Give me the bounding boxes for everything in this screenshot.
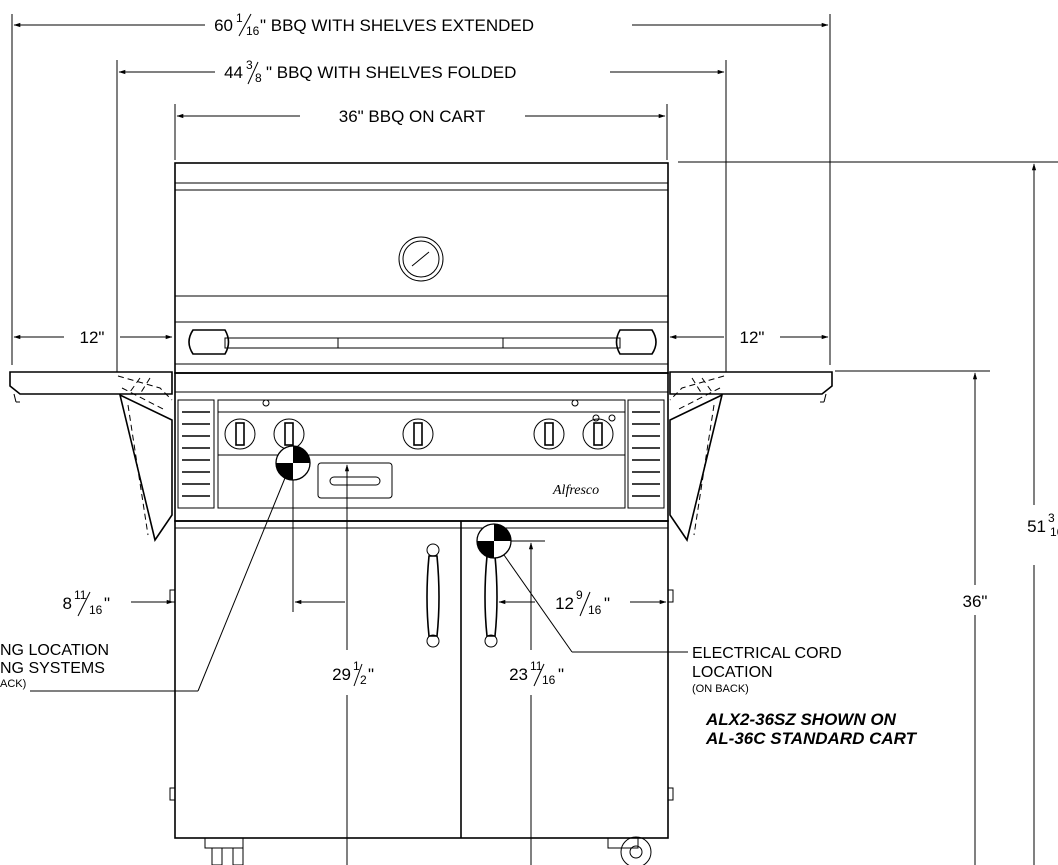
model-line2: AL-36C STANDARD CART [705,729,918,748]
extended-width-den: 16 [246,24,260,38]
cart-width-dimension: 36" BBQ ON CART [174,104,668,160]
folded-width-num: 3 [246,58,253,72]
cord-location-target-icon [476,523,512,559]
folded-width-whole: 44 [224,63,243,82]
model-note: ALX2-36SZ SHOWN ON AL-36C STANDARD CART [705,710,918,748]
cord-height-num: 11 [530,659,543,673]
drip-tray-handle [317,462,393,499]
knob-1-icon [224,418,256,450]
gas-height-inch: " [368,665,374,684]
knob-3-icon [402,418,434,450]
extended-width-dimension: 60 1 16 " BBQ WITH SHELVES EXTENDED [11,11,831,365]
control-panel [174,372,669,522]
left-offset-dimension: 8 11 16 " [63,480,345,617]
left-caster [204,837,244,865]
total-height-num: 3 [1048,511,1055,525]
cart-width-label: 36" BBQ ON CART [339,107,485,126]
extended-width-label: " BBQ WITH SHELVES EXTENDED [260,16,534,35]
cord-height-whole: 23 [509,665,528,684]
left-offset-whole: 8 [63,594,72,613]
right-offset-den: 16 [588,603,602,617]
right-vents [627,399,665,509]
gas-location-target-icon [275,445,311,481]
total-height-den: 16 [1050,525,1058,539]
extended-width-whole: 60 [214,16,233,35]
grill-hood [174,162,669,374]
shelf-dimensions: 12" 12" [13,328,829,347]
folded-width-dimension: 44 3 8 " BBQ WITH SHELVES FOLDED [116,58,727,372]
gas-note-line3: ACK) [0,678,26,690]
knob-2-icon [273,418,305,450]
total-height-dimension: 51 3 16 " [678,161,1058,865]
cord-note-line2: LOCATION [692,664,773,681]
knob-4-icon [533,418,565,450]
left-offset-den: 16 [89,603,103,617]
right-offset-whole: 12 [555,594,574,613]
cord-location-callout: ELECTRICAL CORD LOCATION (ON BACK) [503,554,842,695]
knob-5-icon [582,418,614,450]
gas-note-line2: NG SYSTEMS [0,660,105,677]
left-shelf-label: 12" [80,328,105,347]
model-line1: ALX2-36SZ SHOWN ON [705,710,897,729]
right-offset-dimension: 12 9 16 " [498,540,667,617]
counter-height-label: 36" [963,592,988,611]
left-offset-inch: " [104,594,110,613]
right-door-handle [484,543,498,648]
cord-note-line1: ELECTRICAL CORD [692,645,842,662]
hood-handle [188,329,657,355]
gas-note-line1: NG LOCATION [0,642,109,659]
gas-location-callout: NG LOCATION NG SYSTEMS ACK) [0,477,286,692]
right-shelf-label: 12" [740,328,765,347]
cord-height-inch: " [558,665,564,684]
right-side-shelf [669,371,833,542]
left-vents [177,399,215,509]
counter-height-dimension: 36" [835,370,990,865]
left-side-shelf [9,371,173,542]
total-height-whole: 51 [1027,517,1046,536]
gas-height-den: 2 [360,673,367,687]
gas-height-dimension: 29 1 2 " [332,464,374,865]
cord-note-line3: (ON BACK) [692,683,749,695]
left-door-handle [426,543,440,648]
thermometer-icon [398,236,444,282]
right-caster [607,836,652,865]
folded-width-den: 8 [255,71,262,85]
right-offset-inch: " [604,594,610,613]
left-offset-num: 11 [74,588,87,602]
gas-height-whole: 29 [332,665,351,684]
right-offset-num: 9 [576,588,583,602]
control-knobs [224,418,614,450]
folded-width-label: " BBQ WITH SHELVES FOLDED [266,63,516,82]
gas-height-num: 1 [353,659,360,673]
brand-logo: Alfresco [552,483,599,498]
cart-body [169,520,674,839]
cord-height-dimension: 23 11 16 " [509,542,564,865]
cord-height-den: 16 [542,673,556,687]
extended-width-num: 1 [236,11,243,25]
